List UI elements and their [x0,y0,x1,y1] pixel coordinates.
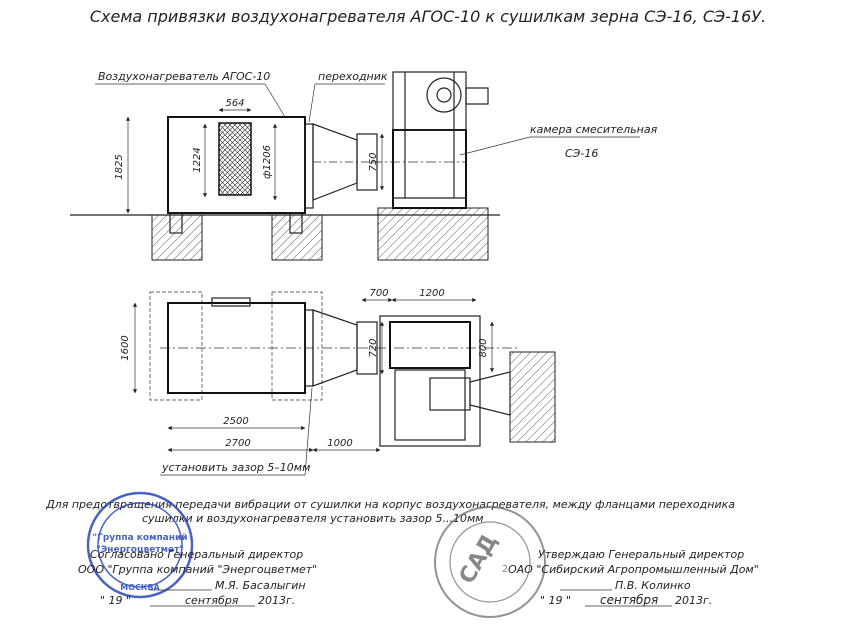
left-seal-line2: "Энергоцветмет" [96,545,184,555]
gap-note-label: установить зазор 5–10мм [161,461,310,474]
dim-2500: 2500 [223,416,248,427]
mixing-chamber [392,129,467,209]
foundation-block [377,207,489,261]
label-chamber-model: СЭ-16 [565,147,598,160]
right-seal: САД 2 [434,506,546,618]
dim-2700: 2700 [225,438,250,449]
callouts: Воздухонагреватель АГОС-10 переходник ка… [95,70,658,160]
dim-564: 564 [225,98,244,109]
approval-right-title: Утверждаю Генеральный директор [538,548,744,561]
approval-right-year: 2013г. [675,594,712,607]
approval-right: Утверждаю Генеральный директор ОАО "Сиби… [508,548,759,607]
note-line-1: Для предотвращения передачи вибрации от … [45,498,735,511]
dim-750: 750 [368,152,379,171]
plan-view [149,291,556,447]
heater-flange [304,123,314,209]
approval-right-signer: П.В. Колинко [615,579,691,592]
right-seal-number: 2 [502,564,508,575]
heater-grid-panel [218,122,252,196]
dim-1000: 1000 [327,438,352,449]
foundation-block [509,351,556,443]
right-seal-logo: САД [455,530,503,588]
approval-left-title: Согласовано Генеральный директор [90,548,303,561]
dim-720: 720 [368,338,379,357]
left-seal-line1: "Группа компаний [92,533,187,543]
fan-icon [426,77,462,113]
elevation-view [70,71,500,261]
drawing-title: Схема привязки воздухонагревателя АГОС-1… [90,7,766,26]
dim-1206: ф1206 [262,145,273,179]
approval-left-signer: М.Я. Басалыгин [215,579,306,592]
dim-700: 700 [369,288,388,299]
label-chamber: камера смесительная [530,123,658,136]
approval-right-month: сентября [600,593,658,607]
mixing-chamber-plan [389,321,471,369]
approval-left-day: " 19 " [100,594,131,607]
approval-left-company: ООО "Группа компаний "Энергоцветмет" [78,563,317,576]
label-adapter: переходник [318,70,388,83]
left-seal: "Группа компаний "Энергоцветмет" МОСКВА [86,491,194,599]
dim-1825: 1825 [114,154,125,179]
note-line-2: сушилки и воздухонагревателя установить … [142,512,484,525]
plan-dimensions: 1600 700 1200 720 800 2500 2700 1000 уст… [120,288,495,476]
approval-left-year: 2013г. [258,594,295,607]
foundation-block [271,214,323,261]
dim-1600: 1600 [120,335,131,360]
approval-right-company: ОАО "Сибирский Агропромышленный Дом" [508,563,759,576]
elevation-dimensions: 564 1825 1224 ф1206 750 [114,98,385,214]
dim-1224: 1224 [192,147,203,172]
dim-1200: 1200 [419,288,444,299]
approval-left-month: сентября [185,594,239,607]
foundation-block [151,214,203,261]
label-heater: Воздухонагреватель АГОС-10 [98,70,270,83]
approval-right-day: " 19 " [540,594,571,607]
left-seal-city: МОСКВА [120,583,160,592]
approval-left: Согласовано Генеральный директор ООО "Гр… [78,548,317,607]
dim-800: 800 [478,338,489,357]
